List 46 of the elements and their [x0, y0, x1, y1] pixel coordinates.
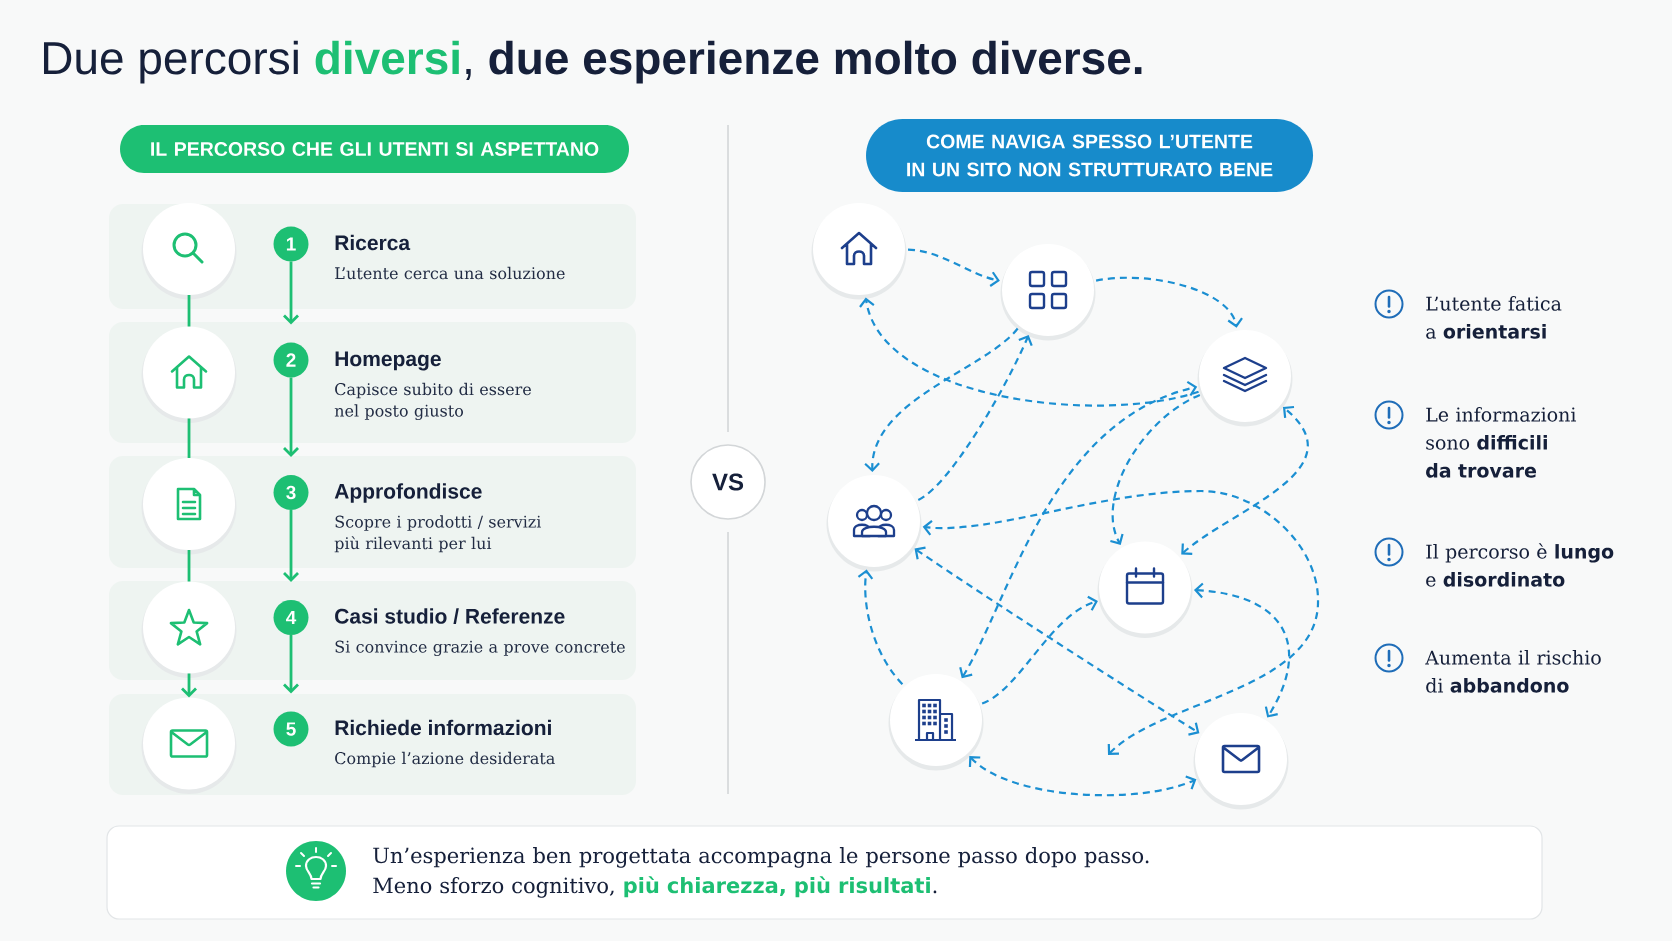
connector-line: [187, 295, 191, 327]
note-text: Il percorso è lungo e disordinato: [1426, 543, 1614, 587]
number-badge: 5: [273, 711, 309, 747]
step-description: L’utente cerca una soluzione: [335, 266, 565, 280]
dashed-arrow: [917, 335, 1033, 501]
dashed-arrow: [922, 489, 1320, 755]
step-title: Casi studio / Referenze: [335, 608, 565, 624]
note-text: Le informazioni sono difficili da trovare: [1426, 407, 1576, 478]
arrow: [283, 635, 299, 694]
dashed-arrow: [1095, 276, 1243, 328]
note-text: Aumenta il rischio di abbandono: [1425, 650, 1601, 693]
step-description: Capisce subito di essere nel posto giusto: [334, 382, 531, 421]
header-pill: IL PERCORSO CHE GLI UTENTI SI ASPETTANO: [120, 125, 629, 173]
step-title: Approfondisce: [334, 483, 482, 503]
dashed-arrow: [981, 595, 1098, 705]
dashed-arrow: [1110, 393, 1201, 545]
dashed-arrow: [1181, 405, 1309, 555]
arrow: [283, 510, 299, 582]
number-badge: 3: [273, 475, 309, 510]
dashed-arrow: [857, 569, 904, 686]
connector-line: [187, 418, 191, 458]
dashed-arrow: [859, 297, 1199, 407]
step-description: Compie l’azione desiderata: [335, 751, 555, 768]
vs-badge: VS: [690, 444, 766, 520]
step-description: Scopre i prodotti / servizi più rilevanti per lui: [334, 515, 541, 553]
dashed-arrow: [968, 755, 1197, 797]
arrow: [283, 377, 299, 457]
step-title: Richiede informazioni: [335, 719, 551, 736]
dashed-arrow: [864, 327, 1019, 473]
arrow: [181, 673, 197, 698]
header-pill: COME NAVIGA SPESSO L’UTENTE IN UN SITO NON STRUTTURATO BENE: [866, 119, 1313, 192]
title: Due percorsi diversi, due esperienze molto diverse.: [44, 40, 1142, 84]
dashed-arrow: [959, 380, 1198, 679]
step-title: Homepage: [335, 351, 441, 371]
note-text: L’utente fatica a orientarsi: [1426, 296, 1562, 339]
step-description: Si convince grazie a prove concrete: [335, 640, 625, 657]
dashed-arrow: [914, 546, 1200, 736]
dashed-arrow: [907, 248, 1000, 287]
number-badge: 1: [273, 226, 309, 262]
arrow: [283, 261, 299, 325]
number-badge: 4: [273, 600, 309, 635]
step-title: Ricerca: [335, 234, 411, 251]
number-badge: 2: [273, 342, 309, 378]
connector-line: [187, 550, 191, 582]
dashed-arrow: [1193, 582, 1291, 718]
message-text: Un’esperienza ben progettata accompagna le persone passo dopo passo. Meno sforzo cognitivo, più chiarezza, più risultati.: [373, 847, 1149, 898]
